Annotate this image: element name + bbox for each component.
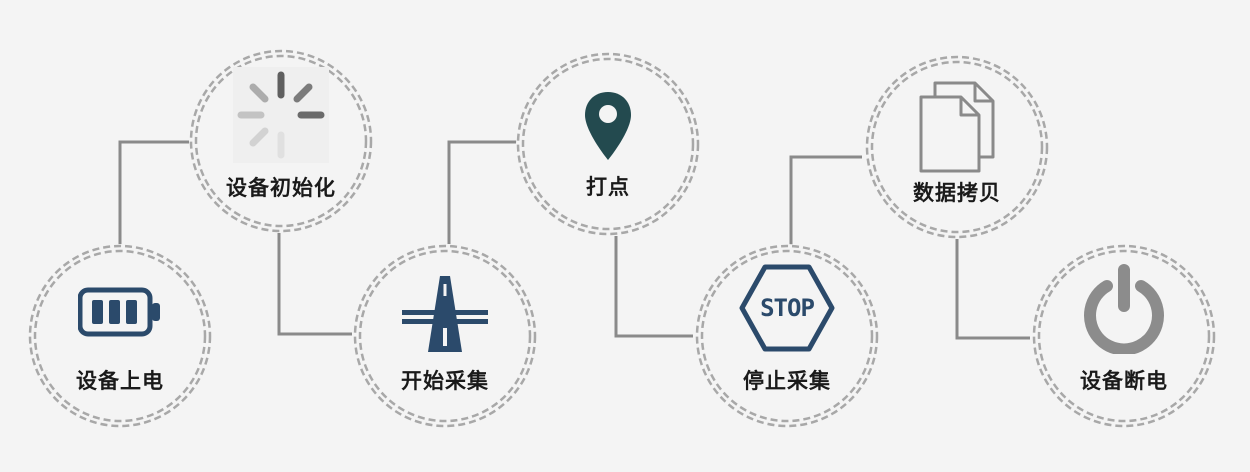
- loading-spinner-icon: [233, 67, 329, 163]
- dashed-ring: [695, 244, 879, 428]
- step-label: 设备断电: [1080, 369, 1168, 393]
- dashed-ring: [1032, 244, 1216, 428]
- map-pin-icon: [583, 90, 633, 162]
- dashed-ring: [865, 55, 1049, 239]
- step-node-initialize: 设备初始化: [189, 49, 373, 233]
- dashed-ring: [28, 244, 212, 428]
- step-label: 打点: [586, 175, 630, 199]
- step-label: 设备初始化: [226, 176, 336, 200]
- dashed-ring: [353, 244, 537, 428]
- highway-road-icon: [400, 274, 490, 354]
- copy-documents-icon: [917, 81, 997, 175]
- step-label: 设备上电: [76, 369, 164, 393]
- step-node-mark-point: 打点: [516, 52, 700, 236]
- stop-sign-icon: STOP: [739, 264, 835, 352]
- dashed-ring: [189, 49, 373, 233]
- step-label: 开始采集: [401, 369, 489, 393]
- dashed-ring: [516, 52, 700, 236]
- connector-6-7: [955, 239, 1030, 340]
- step-node-power-off: 设备断电: [1032, 244, 1216, 428]
- step-node-power-on: 设备上电: [28, 244, 212, 428]
- connector-4-5: [614, 236, 693, 338]
- connector-1-2: [118, 140, 190, 246]
- connector-2-3: [277, 233, 352, 336]
- connector-5-6: [789, 155, 862, 245]
- power-icon: [1079, 262, 1169, 354]
- step-node-stop-collect: STOP 停止采集: [695, 244, 879, 428]
- connector-3-4: [447, 140, 518, 244]
- step-node-data-copy: 数据拷贝: [865, 55, 1049, 239]
- stop-sign-text: STOP: [760, 294, 815, 322]
- step-node-start-collect: 开始采集: [353, 244, 537, 428]
- battery-icon: [78, 284, 162, 340]
- step-label: 停止采集: [743, 369, 831, 393]
- step-label: 数据拷贝: [913, 181, 1001, 205]
